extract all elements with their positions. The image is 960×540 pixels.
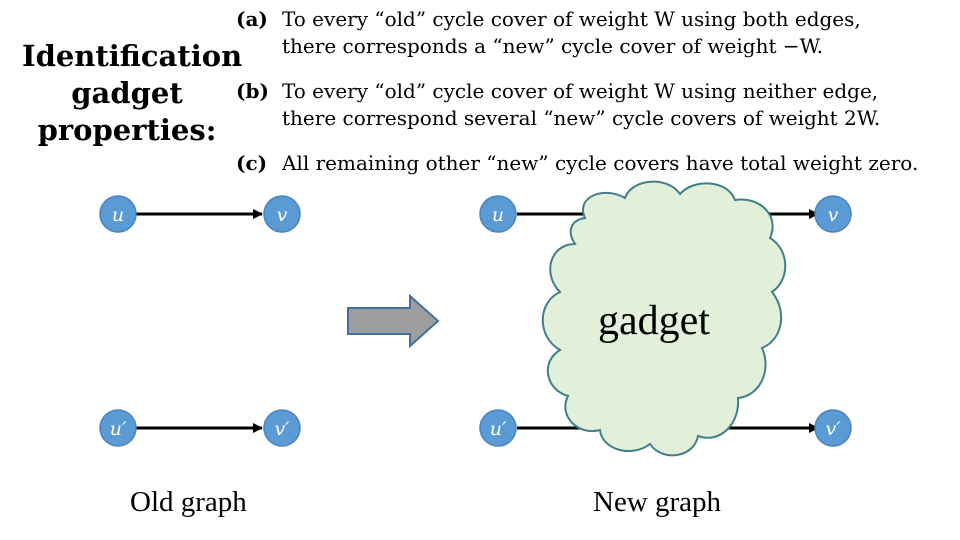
property-text: To every “old” cycle cover of weight W u… <box>282 79 879 103</box>
old-graph-caption: Old graph <box>130 486 247 518</box>
property-tag: (b) <box>236 79 269 103</box>
old-node-v-prime: v′ <box>263 409 301 447</box>
svg-text:u′: u′ <box>110 418 127 440</box>
property-text: All remaining other “new” cycle covers h… <box>282 151 919 175</box>
title-line: gadget <box>71 76 183 110</box>
new-node-v: v <box>814 195 852 233</box>
gadget-label: gadget <box>598 298 710 344</box>
new-node-u-prime: u′ <box>479 409 517 447</box>
property-tag: (c) <box>236 151 268 175</box>
title-line: Identification <box>22 39 243 73</box>
svg-text:u′: u′ <box>490 418 507 440</box>
svg-text:v: v <box>277 204 288 226</box>
new-node-v-prime: v′ <box>814 409 852 447</box>
new-graph-caption: New graph <box>593 486 722 518</box>
property-text: To every “old” cycle cover of weight W u… <box>282 7 861 31</box>
gadget-cloud <box>541 180 787 457</box>
title-line: properties: <box>37 113 217 147</box>
old-node-u: u <box>99 195 137 233</box>
old-node-u-prime: u′ <box>99 409 137 447</box>
new-node-u: u <box>479 195 517 233</box>
old-node-v: v <box>263 195 301 233</box>
transform-arrow <box>347 293 440 349</box>
svg-text:u: u <box>112 204 124 226</box>
svg-text:v: v <box>828 204 839 226</box>
property-text: there corresponds a “new” cycle cover of… <box>282 34 824 58</box>
svg-text:v′: v′ <box>825 418 841 440</box>
property-tag: (a) <box>236 7 268 31</box>
svg-text:u: u <box>492 204 504 226</box>
svg-text:v′: v′ <box>274 418 290 440</box>
property-text: there correspond several “new” cycle cov… <box>282 106 881 130</box>
slide-title: Identification gadget properties: <box>22 38 243 149</box>
